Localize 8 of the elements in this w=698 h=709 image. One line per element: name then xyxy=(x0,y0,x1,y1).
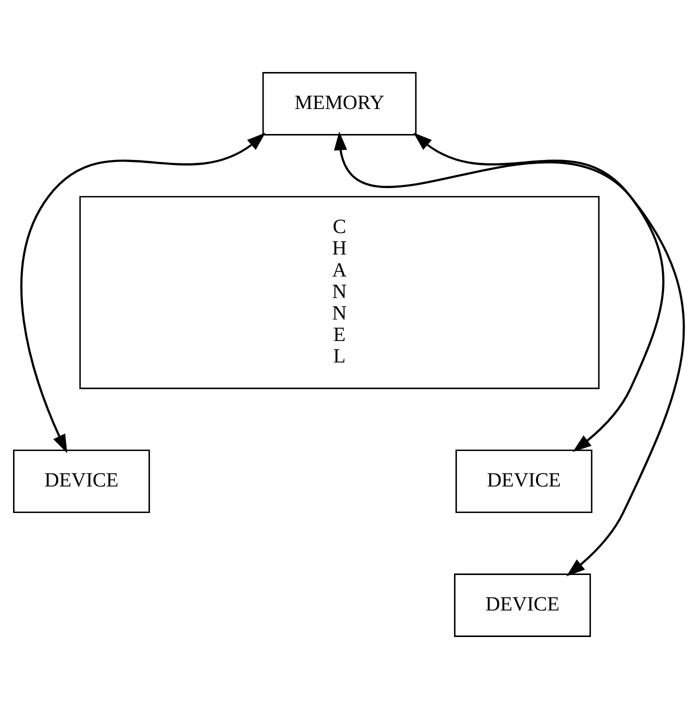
node-box: DEVICE xyxy=(454,574,591,637)
node-box: CHANNEL xyxy=(79,196,600,390)
node-box: DEVICE xyxy=(455,450,592,514)
node-box: DEVICE xyxy=(13,450,150,514)
node-box: MEMORY xyxy=(262,72,417,136)
arrow xyxy=(413,132,664,452)
arrow xyxy=(334,131,685,576)
arrow xyxy=(20,132,266,454)
